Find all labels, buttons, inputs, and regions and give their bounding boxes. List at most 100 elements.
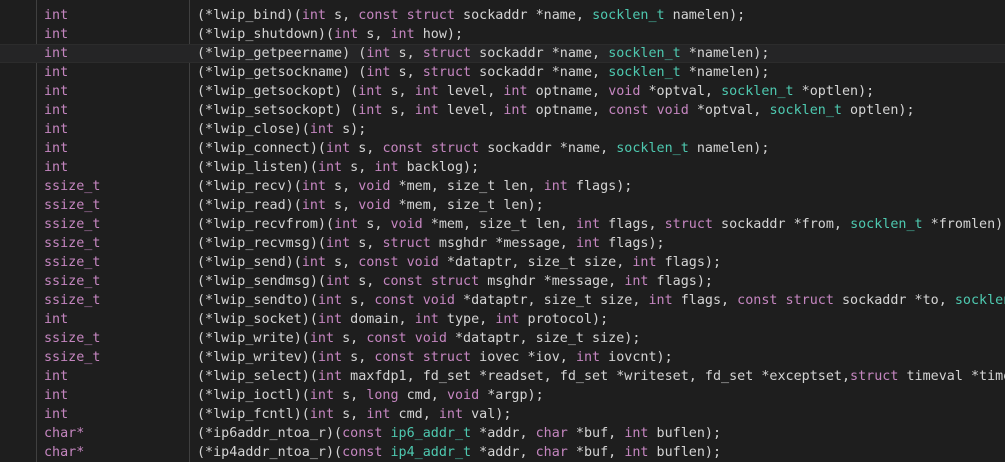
code-token: (*lwip_write)(: [197, 331, 310, 346]
return-type: ssize_t: [44, 329, 100, 348]
code-token: level,: [438, 103, 504, 118]
code-token: s,: [350, 141, 383, 156]
code-token: s,: [382, 103, 415, 118]
code-line[interactable]: ssize_t(*lwip_sendmsg)(int s, const stru…: [0, 272, 1005, 291]
code-token: namelen);: [688, 141, 770, 156]
code-token: sockaddr *from,: [713, 217, 851, 232]
code-line[interactable]: int(*lwip_connect)(int s, const struct s…: [0, 139, 1005, 158]
code-token: int: [543, 179, 568, 194]
return-type: int: [44, 6, 68, 25]
code-line[interactable]: ssize_t(*lwip_writev)(int s, const struc…: [0, 348, 1005, 367]
return-type: ssize_t: [44, 177, 100, 196]
code-line[interactable]: ssize_t(*lwip_send)(int s, const void *d…: [0, 253, 1005, 272]
code-token: socklen_t: [769, 103, 842, 118]
return-type: ssize_t: [44, 348, 100, 367]
code-line[interactable]: int(*lwip_getsockopt) (int s, int level,…: [0, 82, 1005, 101]
code-token: namelen);: [664, 8, 746, 23]
code-token: *addr,: [471, 426, 536, 441]
code-line[interactable]: char*(*ip6addr_ntoa_r)(const ip6_addr_t …: [0, 424, 1005, 443]
code-line[interactable]: ssize_t(*lwip_recvmsg)(int s, struct msg…: [0, 234, 1005, 253]
code-token: ssize_t: [44, 236, 101, 251]
code-line[interactable]: int(*lwip_fcntl)(int s, int cmd, int val…: [0, 405, 1005, 424]
code-line[interactable]: int(*lwip_listen)(int s, int backlog);: [0, 158, 1005, 177]
code-token: socklen_t: [616, 141, 689, 156]
code-token: (*lwip_recvmsg)(: [197, 236, 326, 251]
code-token: *dataptr, size_t size);: [446, 331, 641, 346]
code-token: int: [575, 236, 601, 251]
code-line[interactable]: int(*lwip_setsockopt) (int s, int level,…: [0, 101, 1005, 120]
code-token: (*lwip_read)(: [197, 198, 302, 213]
code-token: void: [446, 388, 480, 403]
code-token: socklen_t: [954, 293, 1005, 308]
code-token: int: [414, 103, 439, 118]
return-type: ssize_t: [44, 234, 100, 253]
code-token: int: [44, 46, 69, 61]
return-type: ssize_t: [44, 253, 100, 272]
code-line[interactable]: char*(*ip4addr_ntoa_r)(const ip4_addr_t …: [0, 443, 1005, 462]
code-token: int: [44, 160, 69, 175]
code-token: int: [334, 217, 359, 232]
code-token: socklen_t: [721, 84, 794, 99]
code-line[interactable]: ssize_t(*lwip_recvfrom)(int s, void *mem…: [0, 215, 1005, 234]
code-token: struct: [422, 46, 472, 61]
code-token: *optlen);: [793, 84, 875, 99]
function-pointer-declaration: (*lwip_read)(int s, void *mem, size_t le…: [197, 196, 544, 215]
code-line[interactable]: ssize_t(*lwip_write)(int s, const void *…: [0, 329, 1005, 348]
indent-guide: [36, 0, 37, 462]
code-token: int: [317, 160, 343, 175]
function-pointer-declaration: (*lwip_getsockopt) (int s, int level, in…: [197, 82, 874, 101]
code-line[interactable]: ssize_t(*lwip_recv)(int s, void *mem, si…: [0, 177, 1005, 196]
code-token: void: [358, 198, 391, 213]
code-token: int: [624, 445, 649, 460]
code-token: s,: [334, 407, 367, 422]
return-type: ssize_t: [44, 291, 100, 310]
code-token: (*lwip_select)(: [197, 369, 318, 384]
return-type: char*: [44, 424, 84, 443]
code-line[interactable]: ssize_t(*lwip_sendto)(int s, const void …: [0, 291, 1005, 310]
code-token: socklen_t: [850, 217, 923, 232]
code-token: int: [309, 331, 335, 346]
code-token: int: [317, 293, 343, 308]
code-line[interactable]: int(*lwip_ioctl)(int s, long cmd, void *…: [0, 386, 1005, 405]
code-line[interactable]: int(*lwip_bind)(int s, const struct sock…: [0, 6, 1005, 25]
return-type: int: [44, 367, 68, 386]
code-line[interactable]: int(*lwip_select)(int maxfdp1, fd_set *r…: [0, 367, 1005, 386]
code-token: int: [326, 236, 351, 251]
code-token: struct: [430, 141, 480, 156]
code-token: (*lwip_close)(: [197, 122, 310, 137]
function-pointer-declaration: (*lwip_getsockname) (int s, struct socka…: [197, 63, 769, 82]
function-pointer-declaration: (*lwip_shutdown)(int s, int how);: [197, 25, 463, 44]
code-token: *mem, size_t len,: [422, 217, 576, 232]
code-token: void: [358, 179, 391, 194]
code-token: struct: [430, 274, 480, 289]
code-line[interactable]: int(*lwip_getsockname) (int s, struct so…: [0, 63, 1005, 82]
code-token: s,: [326, 198, 359, 213]
code-token: int: [366, 407, 391, 422]
code-token: [399, 255, 407, 270]
code-token: int: [390, 27, 415, 42]
code-token: s,: [358, 217, 391, 232]
code-token: int: [317, 312, 343, 327]
code-token: int: [301, 198, 326, 213]
code-line[interactable]: ssize_t(*lwip_read)(int s, void *mem, si…: [0, 196, 1005, 215]
code-token: int: [575, 217, 601, 232]
code-token: flags);: [567, 179, 633, 194]
code-token: socklen_t: [608, 46, 681, 61]
function-pointer-declaration: (*lwip_getpeername) (int s, struct socka…: [197, 44, 769, 63]
code-token: int: [309, 388, 335, 403]
code-line[interactable]: int (*lwip_getpeername) (int s, struct so…: [0, 44, 1005, 63]
code-token: msghdr *message,: [479, 274, 625, 289]
code-token: int: [44, 8, 69, 23]
code-token: int: [317, 369, 343, 384]
code-token: struct: [850, 369, 899, 384]
code-token: s,: [342, 160, 375, 175]
code-token: (*lwip_connect)(: [197, 141, 326, 156]
code-token: (*lwip_getpeername) (: [197, 46, 367, 61]
code-line[interactable]: int(*lwip_shutdown)(int s, int how);: [0, 25, 1005, 44]
code-line[interactable]: int(*lwip_close)(int s);: [0, 120, 1005, 139]
code-token: type,: [438, 312, 496, 327]
code-token: sockaddr *name,: [455, 8, 593, 23]
code-token: const: [374, 350, 415, 365]
code-line[interactable]: int(*lwip_socket)(int domain, int type, …: [0, 310, 1005, 329]
